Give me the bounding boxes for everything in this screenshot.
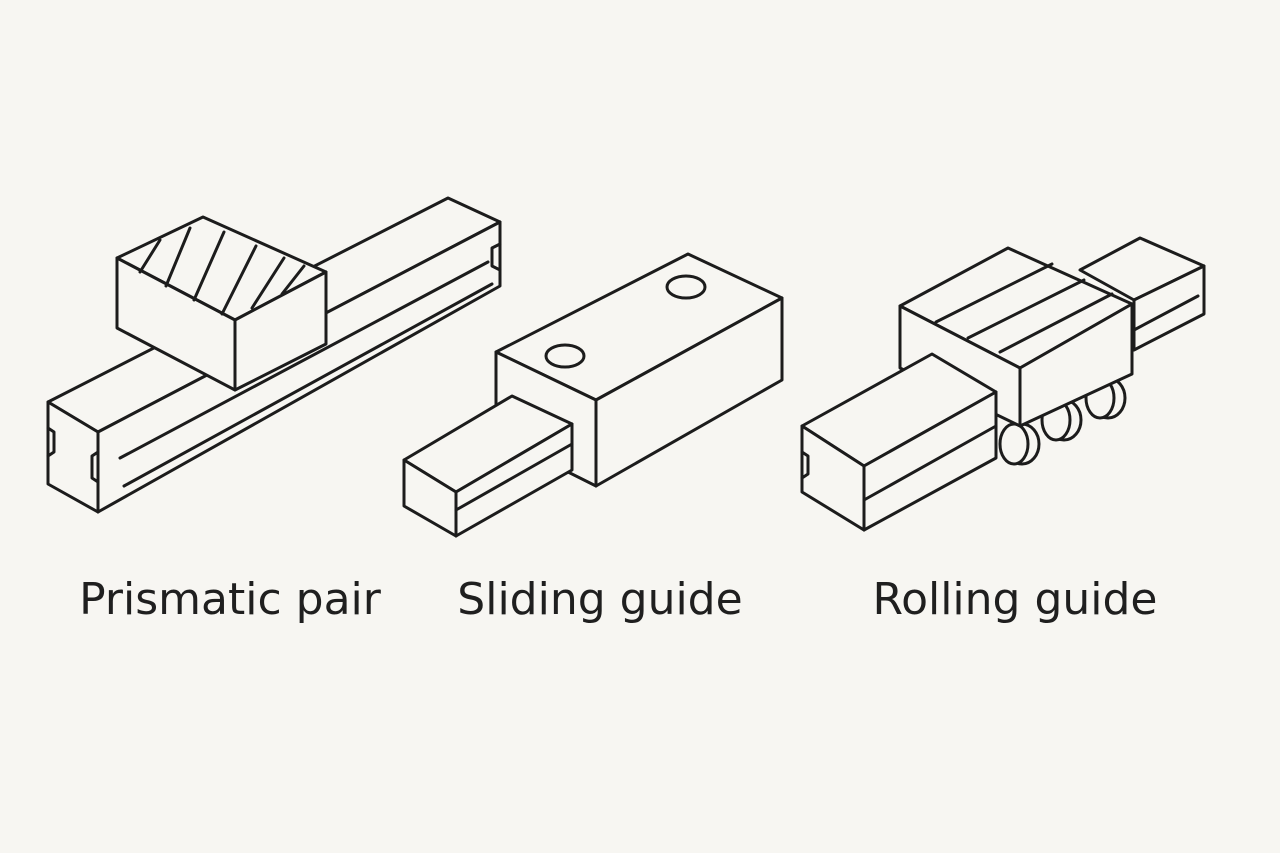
rolling-guide-label: Rolling guide — [872, 574, 1158, 625]
rolling-back-rail — [1078, 236, 1206, 352]
sliding-guide-icon — [402, 252, 784, 538]
rolling-carriage — [898, 246, 1134, 428]
prismatic-block — [115, 215, 328, 392]
sliding-rail — [402, 394, 574, 538]
rolling-front-rail — [800, 352, 998, 532]
rolling-rollers — [998, 376, 1127, 466]
prismatic-pair-icon — [46, 196, 502, 514]
sliding-guide-label: Sliding guide — [457, 574, 743, 625]
prismatic-pair-label: Prismatic pair — [79, 574, 381, 625]
rolling-guide-icon — [800, 236, 1206, 532]
